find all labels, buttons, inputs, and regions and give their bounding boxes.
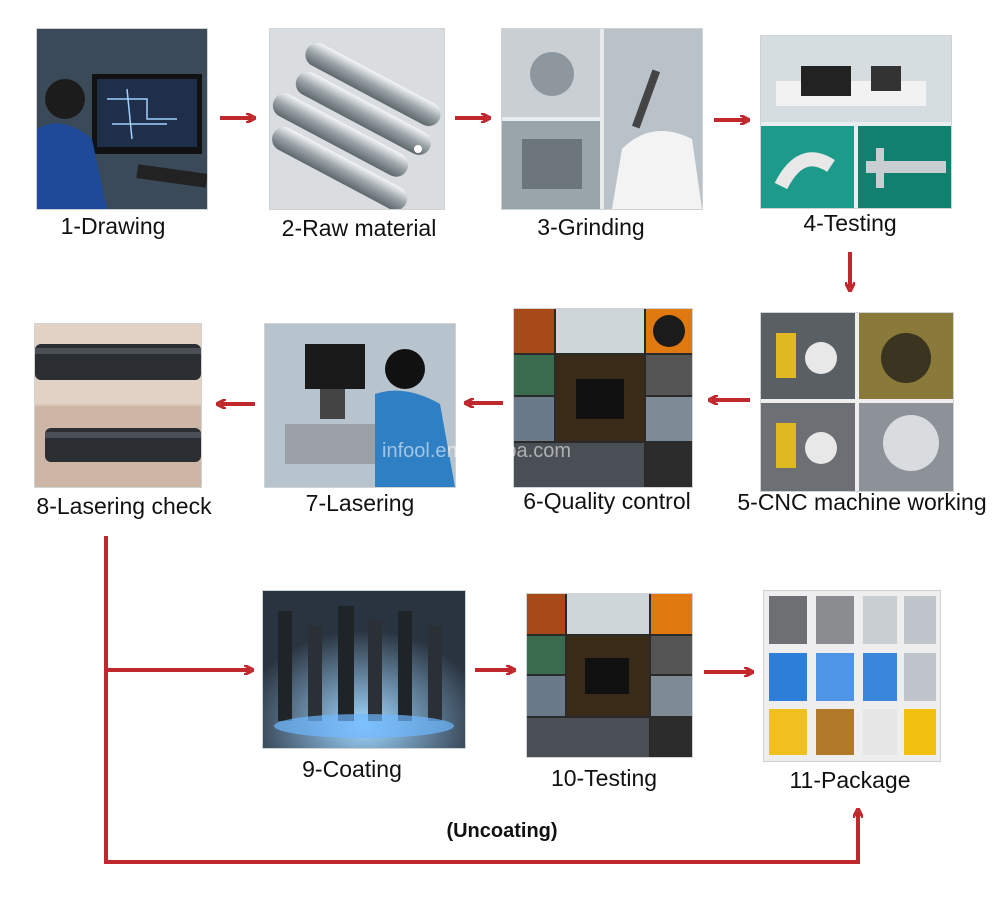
step-5-photo xyxy=(760,312,954,492)
step-1-label: 1-Drawing xyxy=(60,213,166,239)
step-11-label: 11-Package xyxy=(789,767,911,793)
step-6-photo xyxy=(513,308,693,488)
step-3-photo xyxy=(501,28,703,210)
step-9-photo xyxy=(262,590,466,749)
step-7-label: 7-Lasering xyxy=(305,490,415,516)
step-11-photo xyxy=(763,590,941,762)
step-4-label: 4-Testing xyxy=(803,210,897,236)
step-2-label: 2-Raw material xyxy=(281,215,437,241)
step-10-label: 10-Testing xyxy=(550,765,658,791)
step-1-photo xyxy=(36,28,208,210)
branch-trunk xyxy=(104,536,858,864)
step-5-label: 5-CNC machine working xyxy=(737,489,987,515)
step-3-label: 3-Grinding xyxy=(537,214,645,240)
step-7-photo xyxy=(264,323,456,488)
step-9-label: 9-Coating xyxy=(302,756,402,782)
step-8-label: 8-Lasering check xyxy=(36,493,212,519)
step-4-photo xyxy=(760,35,952,209)
step-6-label: 6-Quality control xyxy=(523,488,691,514)
step-2-photo xyxy=(269,28,445,210)
uncoating-note: (Uncoating) xyxy=(446,820,558,842)
step-8-photo xyxy=(34,323,202,488)
step-10-photo xyxy=(526,593,693,758)
